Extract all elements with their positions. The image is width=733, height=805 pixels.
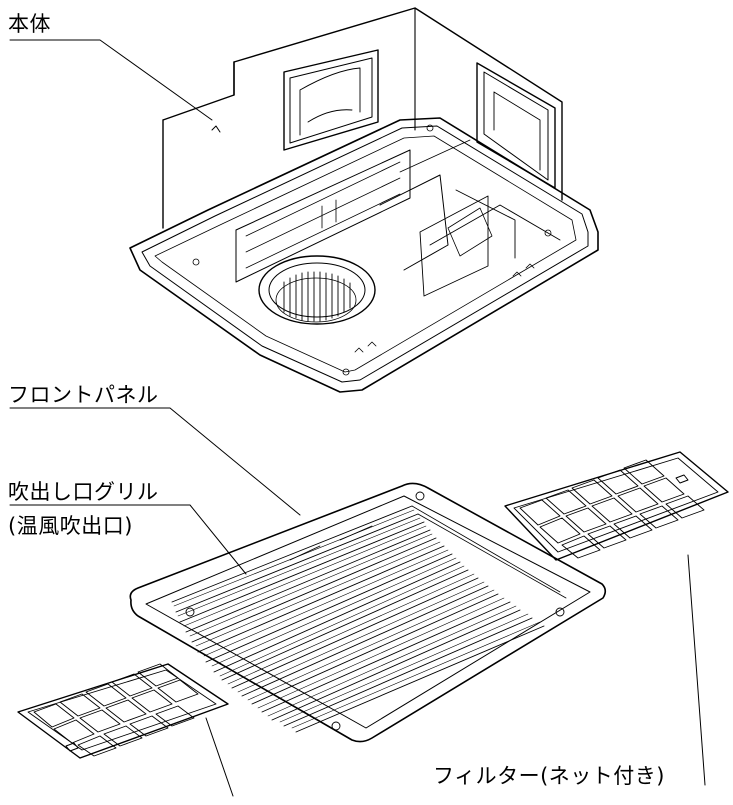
outlet-grille-louvers: [171, 505, 567, 733]
label-main-body: 本体: [8, 12, 51, 36]
label-outlet-grille: 吹出し口グリル: [8, 480, 159, 504]
leader-filter-left: [205, 717, 234, 797]
label-filter: フィルター(ネット付き): [433, 764, 665, 788]
label-front-panel: フロントパネル: [8, 383, 159, 407]
filter-left: [17, 663, 229, 759]
leader-lines: [9, 39, 706, 797]
front-panel: [129, 482, 607, 743]
leader-front-panel: [9, 407, 301, 516]
leader-filter-right: [687, 554, 706, 786]
leader-main-body: [9, 39, 213, 121]
filter-right: [504, 451, 729, 561]
leader-outlet-grille: [9, 504, 247, 575]
label-outlet-grille-sub: (温風吹出口): [8, 514, 133, 538]
main-body-unit: [129, 7, 599, 393]
